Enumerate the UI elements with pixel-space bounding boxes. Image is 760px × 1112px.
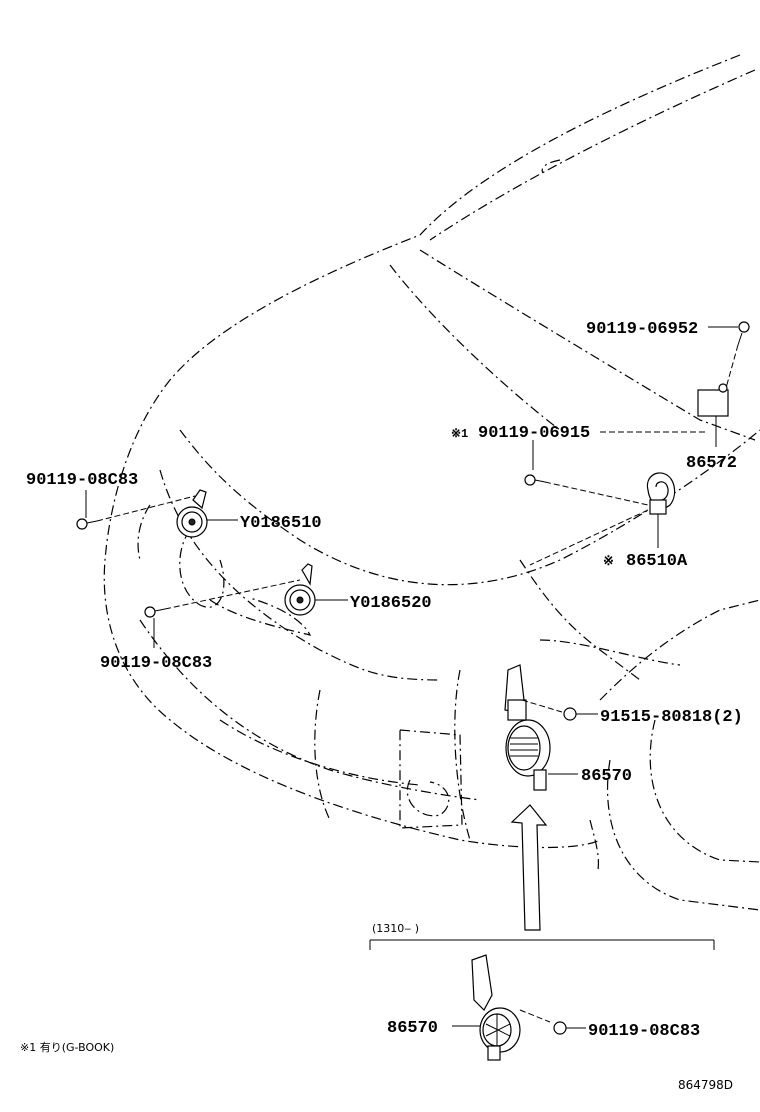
label-ecu: 86572 [686, 454, 737, 473]
label-horn-high: Y0186510 [240, 514, 322, 533]
label-bolt-left-lower: 90119-08C83 [100, 654, 212, 673]
label-speaker: 86570 [581, 767, 632, 786]
horn-low [284, 563, 348, 616]
horn-note [529, 472, 676, 566]
label-horn-note: 86510A [626, 552, 688, 571]
view-arrow [510, 804, 548, 931]
label-horn-low: Y0186520 [350, 594, 432, 613]
label-note-mark: ※1 [451, 427, 468, 441]
horn-high [176, 489, 238, 538]
bolt-left-upper [76, 495, 196, 530]
label-bolt-right: 91515-80818(2) [600, 708, 743, 727]
bolt-variant [519, 1009, 586, 1035]
bolt-left-lower [144, 579, 301, 648]
label-bolt-variant: 90119-08C83 [588, 1022, 700, 1041]
ecu-module [697, 383, 729, 447]
range-bracket [369, 939, 715, 950]
bolt-right [521, 699, 598, 721]
label-speaker-variant: 86570 [387, 1019, 438, 1038]
footnote: ※1 有り(G-BOOK) [20, 1040, 114, 1054]
speaker-main [504, 664, 578, 791]
label-range: (1310‒ ) [372, 922, 419, 935]
vehicle-body-outline [103, 54, 760, 911]
speaker-variant [452, 954, 521, 1061]
label-horn-note-mark: ※ [603, 554, 614, 569]
label-bolt-top: 90119-06952 [586, 320, 698, 339]
bolt-top-right [708, 321, 750, 389]
diagram-id: 864798D [678, 1078, 733, 1092]
label-bolt-left-upper: 90119-08C83 [26, 471, 138, 490]
label-note-bolt: 90119-06915 [478, 424, 590, 443]
bolt-note [524, 474, 649, 506]
